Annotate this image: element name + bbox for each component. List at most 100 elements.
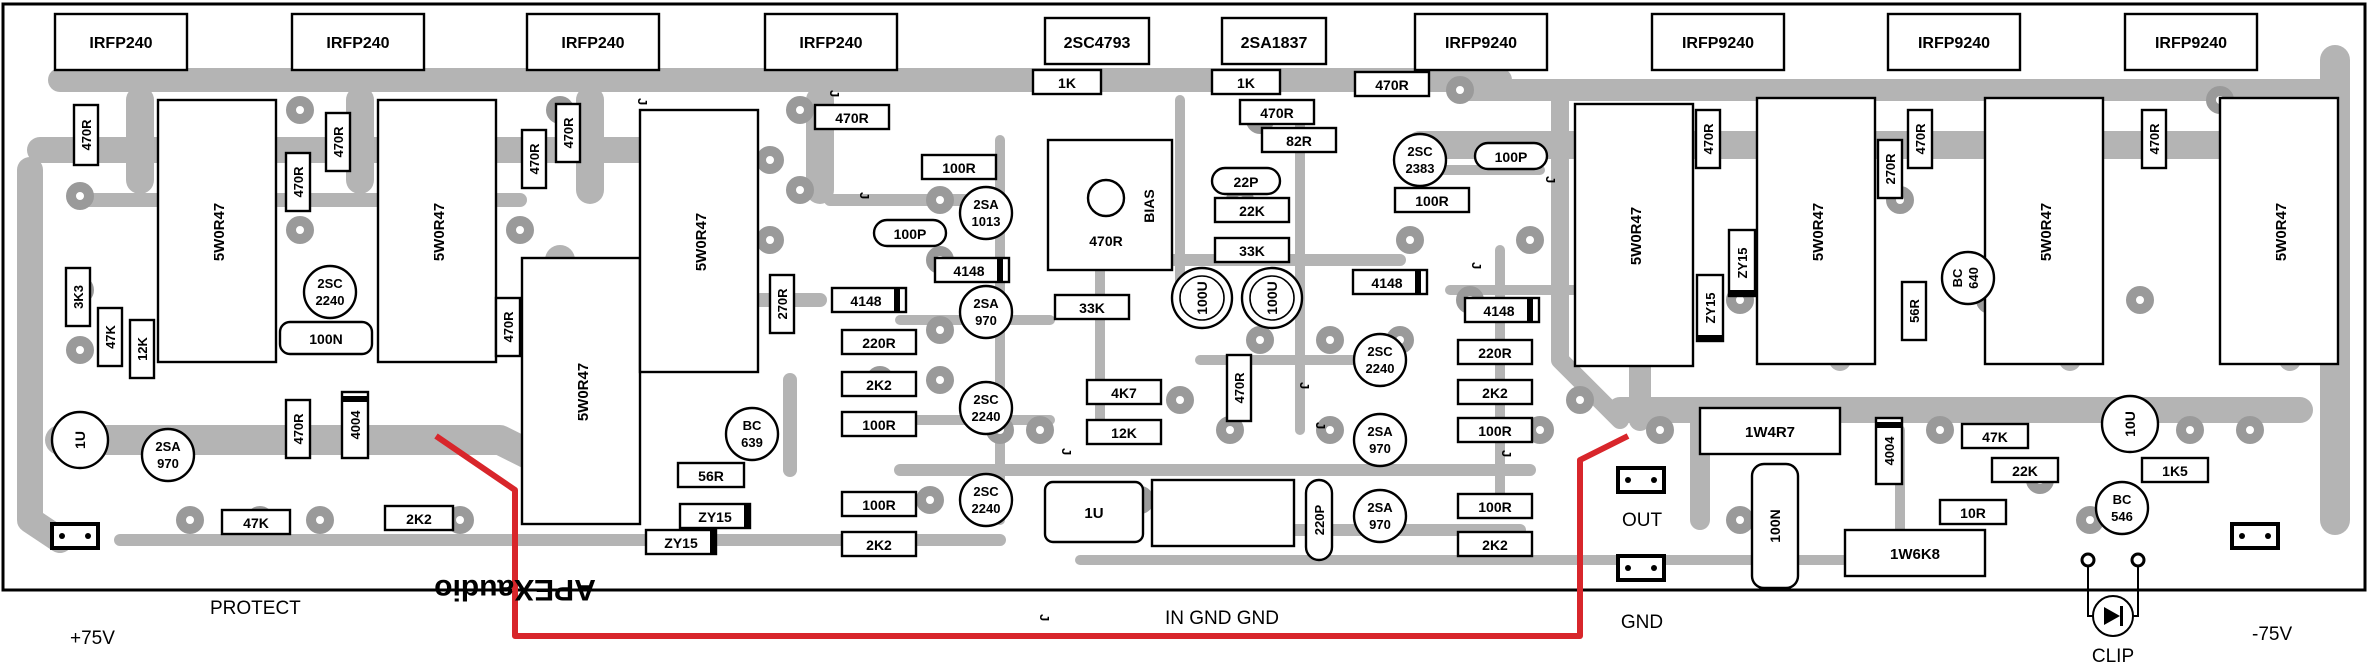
capacitor-100p-a: 100P [872, 218, 948, 248]
resistor-470r-g: 470R [554, 102, 582, 164]
svg-text:2SC4793: 2SC4793 [1064, 35, 1131, 52]
svg-text:2K2: 2K2 [866, 537, 892, 553]
connectors [50, 466, 2280, 582]
svg-text:ZY15: ZY15 [664, 535, 698, 551]
svg-text:47K: 47K [103, 324, 118, 348]
label-protect: PROTECT [210, 598, 301, 619]
svg-text:IRFP240: IRFP240 [89, 35, 152, 52]
svg-text:4K7: 4K7 [1111, 385, 1137, 401]
svg-text:220R: 220R [1478, 345, 1511, 361]
resistor-100r-c: 100R [840, 410, 918, 438]
resistor-22k-a: 22K [1213, 196, 1291, 224]
transistor-2sc2240-b: 2SC 2240 [958, 380, 1014, 436]
svg-text:470R: 470R [561, 117, 576, 149]
top-transistors: IRFP240 IRFP240 IRFP240 IRFP240 2SC4793 … [53, 12, 2259, 72]
svg-text:470R: 470R [835, 110, 868, 126]
resistor-470r-j: 470R [1906, 108, 1934, 170]
resistor-2k2-c: 2K2 [840, 530, 918, 558]
svg-text:5W0R47: 5W0R47 [2273, 203, 2290, 261]
svg-text:970: 970 [157, 456, 179, 471]
power-resistor-r1: 5W0R47 [1573, 102, 1695, 368]
svg-text:470R: 470R [1232, 372, 1247, 404]
svg-text:5W0R47: 5W0R47 [1810, 203, 1827, 261]
svg-text:2SC: 2SC [1367, 344, 1393, 359]
svg-text:2SC: 2SC [317, 276, 343, 291]
svg-text:J: J [1037, 614, 1052, 621]
resistor-56r-a: 56R [676, 461, 746, 489]
resistor-100r-e: 100R [1456, 416, 1534, 444]
transistor-q9: IRFP9240 [1886, 12, 2022, 72]
svg-text:5W0R47: 5W0R47 [211, 203, 228, 261]
svg-text:IRFP240: IRFP240 [561, 35, 624, 52]
svg-text:1U: 1U [72, 431, 88, 449]
resistor-470r-k: 470R [2140, 108, 2168, 170]
power-resistor-l2: 5W0R47 [376, 98, 498, 364]
connector-out [1616, 466, 1666, 494]
svg-text:470R: 470R [1260, 105, 1293, 121]
zener-zy15-d: ZY15 [1727, 228, 1757, 298]
svg-text:220R: 220R [862, 335, 895, 351]
transistor-q5: 2SC4793 [1043, 16, 1151, 66]
svg-text:33K: 33K [1079, 300, 1105, 316]
svg-text:2SA1837: 2SA1837 [1241, 35, 1308, 52]
resistor-470r-e: 470R [494, 296, 522, 358]
board-labels: +75V PROTECT IN GND GND OUT GND -75V CLI… [70, 510, 2292, 664]
resistor-100r-f: 100R [1456, 492, 1534, 520]
power-resistor-l4: 5W0R47 [638, 108, 760, 374]
svg-text:470R: 470R [527, 143, 542, 175]
svg-text:640: 640 [1966, 267, 1981, 289]
resistor-270r-b: 270R [1876, 138, 1904, 200]
svg-text:100R: 100R [1478, 423, 1511, 439]
svg-text:J: J [1543, 176, 1558, 183]
resistor-2k2-a: 2K2 [383, 504, 455, 532]
svg-text:100U: 100U [1194, 281, 1210, 314]
power-resistor-r3: 5W0R47 [1983, 96, 2105, 366]
svg-text:2SA: 2SA [155, 439, 181, 454]
label-minus75: -75V [2252, 624, 2292, 645]
svg-text:5W0R47: 5W0R47 [431, 203, 448, 261]
svg-text:2SC: 2SC [973, 392, 999, 407]
capacitor-1u: 1U [1043, 480, 1145, 544]
svg-text:2383: 2383 [1406, 161, 1435, 176]
svg-text:2240: 2240 [972, 409, 1001, 424]
svg-text:270R: 270R [775, 288, 790, 320]
resistor-100r-a: 100R [920, 153, 998, 181]
svg-text:J: J [1499, 450, 1514, 457]
transistor-q7: IRFP9240 [1413, 12, 1549, 72]
svg-text:J: J [827, 90, 842, 97]
svg-text:5W0R47: 5W0R47 [693, 213, 710, 271]
svg-text:10U: 10U [2122, 411, 2138, 437]
svg-text:2K2: 2K2 [406, 511, 432, 527]
svg-text:IRFP9240: IRFP9240 [1918, 35, 1990, 52]
power-resistor-1w6k8: 1W6K8 [1843, 528, 1987, 578]
vertical-resistors: 470R 3K3 47K 12K 470R 470R 470R 470R 470… [64, 102, 2168, 460]
svg-text:2SA: 2SA [1367, 424, 1393, 439]
resistor-470r-c: 470R [324, 111, 352, 173]
resistor-470r-f: 470R [520, 128, 548, 190]
resistor-100r-d: 100R [840, 490, 918, 518]
transistor-2sc2240-a: 2SC 2240 [302, 264, 358, 320]
svg-text:ZY15: ZY15 [1735, 247, 1750, 278]
svg-text:12K: 12K [135, 336, 150, 360]
diode-4004-b: 4004 [1874, 416, 1904, 486]
svg-text:ZY15: ZY15 [1703, 292, 1718, 323]
label-plus75: +75V [70, 628, 115, 649]
resistor-220r-a: 220R [840, 328, 918, 356]
resistor-47k-b: 47K [220, 508, 292, 536]
svg-text:2240: 2240 [316, 293, 345, 308]
resistor-470r-i: 470R [1694, 108, 1722, 170]
svg-text:470R: 470R [1701, 123, 1716, 155]
svg-text:470R: 470R [1913, 123, 1928, 155]
svg-text:1K: 1K [1237, 75, 1255, 91]
diode-4148-b: 4148 [933, 256, 1011, 284]
svg-text:100R: 100R [862, 497, 895, 513]
svg-text:5W0R47: 5W0R47 [2038, 203, 2055, 261]
svg-text:4004: 4004 [348, 410, 363, 440]
svg-text:970: 970 [1369, 441, 1391, 456]
power-resistor-r2: 5W0R47 [1755, 96, 1877, 366]
svg-text:BIAS: BIAS [1141, 189, 1157, 222]
